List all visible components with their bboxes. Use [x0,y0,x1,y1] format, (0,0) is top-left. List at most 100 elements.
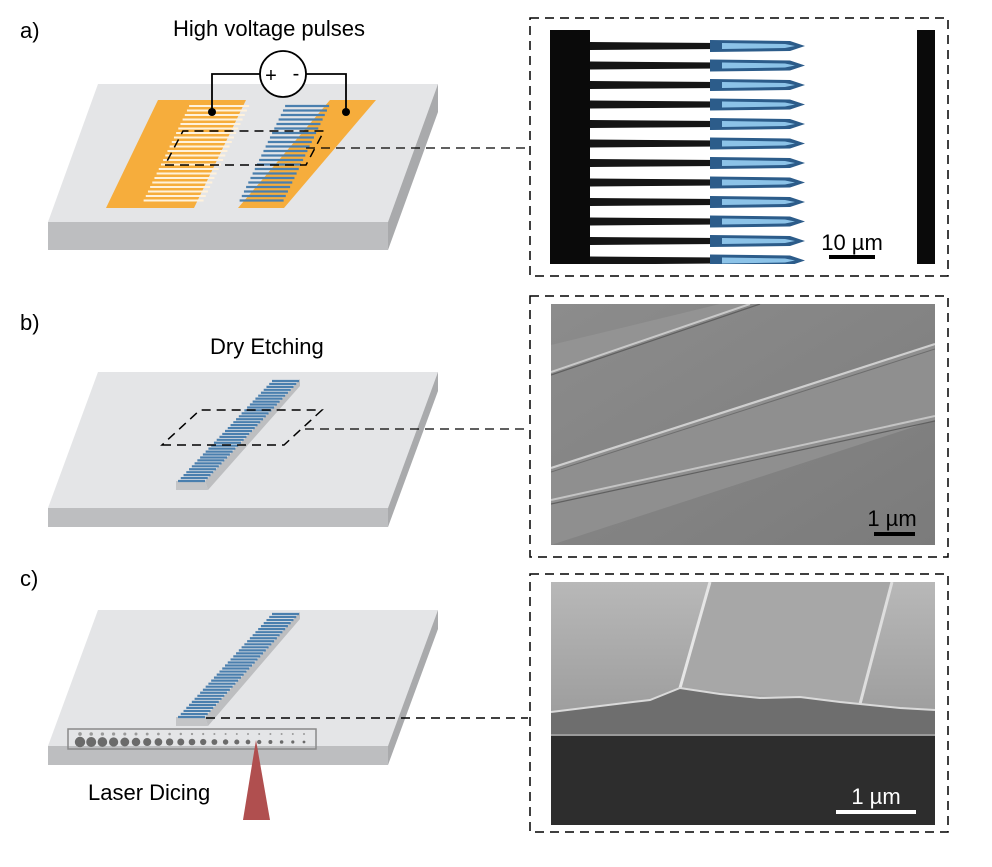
dicing-dot-small [224,733,227,735]
zoom-region-a [163,130,326,166]
dicing-dot [257,739,262,745]
dicing-dot-small [258,733,261,735]
dicing-dot [268,740,273,744]
dicing-dot-small [100,732,105,736]
dicing-dot [211,739,218,745]
poled-tip-highlight [722,140,795,147]
dicing-dot [108,737,119,747]
ridge-b-side [205,379,300,490]
micrograph-a-fingers [590,40,805,264]
dicing-dot-small [202,732,205,736]
poled-tip-highlight [722,101,795,108]
comb-finger [590,61,720,70]
laser-beam-icon [243,740,270,820]
comb-finger [590,217,720,226]
poled-tip-highlight [722,218,795,225]
zoom-region-b [160,409,324,446]
comb-finger [590,198,720,206]
dicing-dot [245,739,251,745]
micrograph-c-frame [529,573,949,833]
dicing-dot [165,738,174,746]
panel-b-schematic [48,372,528,527]
dicing-dot [97,737,108,747]
ridge-c-side [205,612,300,726]
comb-finger [590,42,720,50]
panel-b-micrograph: 1 µm [529,295,949,558]
panel-a-micrograph: 10 µm [529,17,949,277]
dicing-dot-small [157,732,160,736]
dicing-dot-small [247,733,249,735]
poled-tip-highlight [722,238,795,244]
laser-dicing-dots [74,732,306,748]
comb-finger [590,81,720,89]
voltage-source-icon [259,50,307,98]
polarity-minus: - [293,63,300,85]
panel-b-label: b) [20,310,40,335]
substrate-a-side [388,84,438,250]
panel-c-caption: Laser Dicing [88,780,211,805]
substrate-c-front [48,746,388,765]
dicing-dot [177,738,185,746]
ridge-b-domains [178,379,299,483]
micrograph-b-frame [529,295,949,558]
dicing-dot [86,736,97,748]
panel-c-schematic [48,610,528,820]
dicing-dot [143,737,152,747]
dicing-dot-small [235,733,238,735]
scale-label-b: 1 µm [867,506,916,531]
panel-c-label: c) [20,566,39,591]
dicing-region [67,728,317,750]
dicing-dot-small [269,733,272,735]
substrate-b-front [48,508,388,527]
comb-finger [590,120,720,128]
poled-tip-highlight [722,121,795,127]
cleaved-facet [551,688,935,735]
dicing-dot [279,740,284,744]
poled-tip-highlight [722,179,795,186]
right-electrode [238,100,376,208]
left-contact [208,108,216,116]
substrate-a [48,84,438,250]
micrograph-a-right-electrode [917,30,935,264]
scale-label-c: 1 µm [851,784,900,809]
ridge-b-front [176,481,208,490]
dicing-dot [291,740,295,744]
dicing-dot-small [134,732,138,736]
dicing-dot [74,736,86,748]
dicing-dot [120,737,130,747]
dicing-dot [222,739,229,745]
comb-finger [590,256,720,264]
ridge-c-sem [680,582,892,704]
poled-tip-highlight [722,160,795,166]
poled-tip-highlight [722,43,795,49]
dicing-dot-small [303,733,305,735]
comb-finger [590,139,720,148]
dicing-dot-small [89,732,93,736]
comb-finger [590,237,720,245]
micrograph-a-left-electrode [550,30,590,264]
panel-b-caption: Dry Etching [210,334,324,359]
micrograph-a-frame [529,17,949,277]
substrate-c-side [388,610,438,765]
dicing-dot-small [168,732,171,736]
dicing-dot-small [213,732,216,736]
substrate-a-front [48,222,388,250]
comb-finger [590,178,720,187]
dicing-dot [188,738,196,746]
dicing-dot [200,738,207,746]
dicing-dot-small [190,732,194,736]
poled-tip-highlight [722,199,795,205]
poled-tip-highlight [722,82,795,88]
polarity-plus: + [265,65,277,87]
voltage-circuit: + - [208,50,350,116]
poled-tip-highlight [722,257,795,264]
dicing-dot-small [280,733,283,735]
dicing-dot [131,737,141,747]
scale-label-a: 10 µm [821,230,883,255]
panel-a-caption: High voltage pulses [173,16,366,41]
ridge-c-front [176,717,208,726]
right-contact [342,108,350,116]
dicing-dot-small [179,732,183,736]
ridge-c-domains [178,612,299,719]
